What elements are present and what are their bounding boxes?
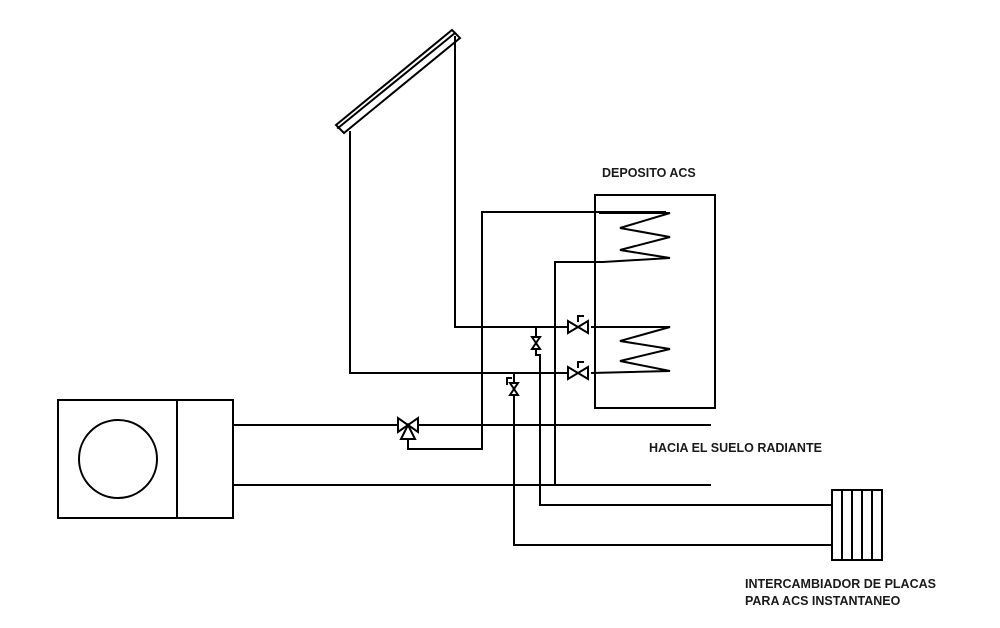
exchanger-label-line1: INTERCAMBIADOR DE PLACAS — [745, 577, 936, 591]
plate-heat-exchanger — [832, 490, 882, 560]
tank-label: DEPOSITO ACS — [602, 166, 696, 180]
branch-valve-upper — [532, 327, 832, 505]
upper-coil — [555, 213, 670, 262]
diverter-valve-icon — [398, 212, 665, 449]
heat-pump-unit — [58, 400, 233, 518]
exchanger-label-line2: PARA ACS INSTANTANEO — [745, 594, 901, 608]
fan-icon — [79, 420, 157, 498]
acs-tank — [555, 195, 715, 408]
tank-valve-lower-icon — [568, 362, 588, 379]
solar-collector — [336, 30, 460, 133]
underfloor-label: HACIA EL SUELO RADIANTE — [649, 441, 822, 455]
lower-coil — [592, 327, 670, 373]
tank-valve-upper-icon — [568, 316, 588, 333]
branch-valve-lower — [507, 373, 832, 545]
solar-circuit-pipes — [350, 37, 574, 373]
